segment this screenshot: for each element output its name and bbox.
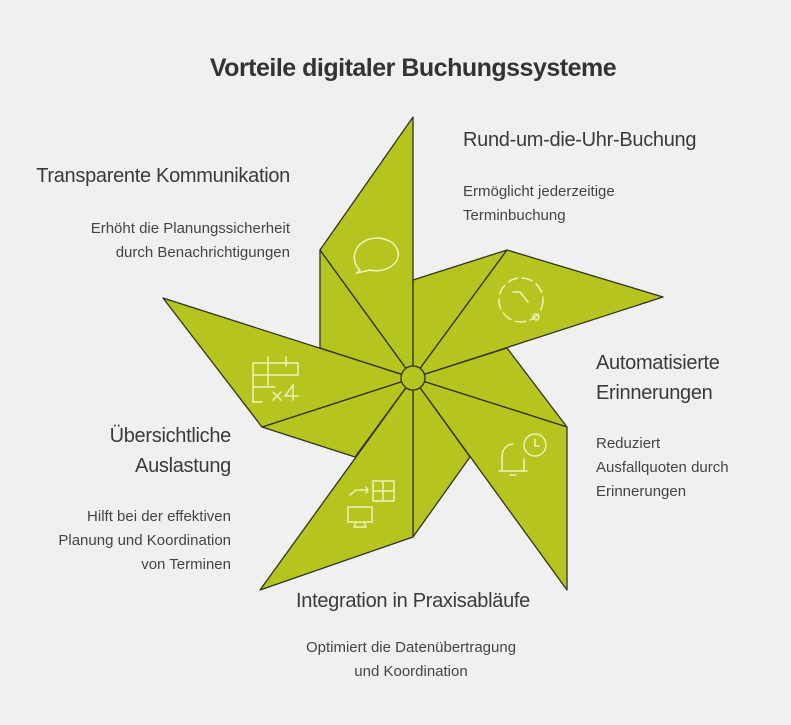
description-line: Hilft bei der effektiven xyxy=(87,508,231,525)
heading-line: Automatisierte xyxy=(596,352,720,374)
description-line: und Koordination xyxy=(354,663,468,680)
heading-line: Auslastung xyxy=(135,455,231,477)
calendar-grid-icon xyxy=(252,356,299,403)
item-description: Reduziert Ausfallquoten durch Erinnerung… xyxy=(596,432,729,504)
pinwheel-center xyxy=(400,365,426,391)
heading-line: Übersichtliche xyxy=(109,425,232,447)
item-heading: Transparente Kommunikation xyxy=(36,165,290,187)
item-heading: Automatisierte Erinnerungen xyxy=(596,348,720,408)
item-heading: Integration in Praxisabläufe xyxy=(296,590,530,612)
heading-line: Erinnerungen xyxy=(596,382,713,404)
item-description: Optimiert die Datenübertragung und Koord… xyxy=(211,636,611,684)
item-heading: Übersichtliche Auslastung xyxy=(109,421,232,481)
description-line: Erinnerungen xyxy=(596,483,687,500)
description-line: Terminbuchung xyxy=(463,207,566,224)
description-line: von Terminen xyxy=(141,556,231,573)
item-heading: Rund-um-die-Uhr-Buchung xyxy=(463,129,697,151)
description-line: Planung und Koordination xyxy=(58,532,231,549)
description-line: Erhöht die Planungssicherheit xyxy=(90,220,290,237)
item-description: Erhöht die Planungssicherheit durch Bena… xyxy=(91,217,290,265)
blade-top xyxy=(319,116,414,379)
speech-bubble-icon xyxy=(353,237,399,275)
clock-icon xyxy=(498,277,544,323)
description-line: Reduziert xyxy=(596,435,661,452)
description-line: Ausfallquoten durch xyxy=(596,459,729,476)
bell-clock-icon xyxy=(498,433,547,476)
description-line: Ermöglicht jederzeitige xyxy=(463,183,615,200)
data-sync-icon xyxy=(347,480,395,528)
description-line: Optimiert die Datenübertragung xyxy=(305,639,517,656)
page-title: Vorteile digitaler Buchungssysteme xyxy=(209,54,617,82)
description-line: durch Benachrichtigungen xyxy=(115,244,290,261)
item-description: Ermöglicht jederzeitige Terminbuchung xyxy=(463,180,615,228)
item-description: Hilft bei der effektiven Planung und Koo… xyxy=(58,505,231,577)
